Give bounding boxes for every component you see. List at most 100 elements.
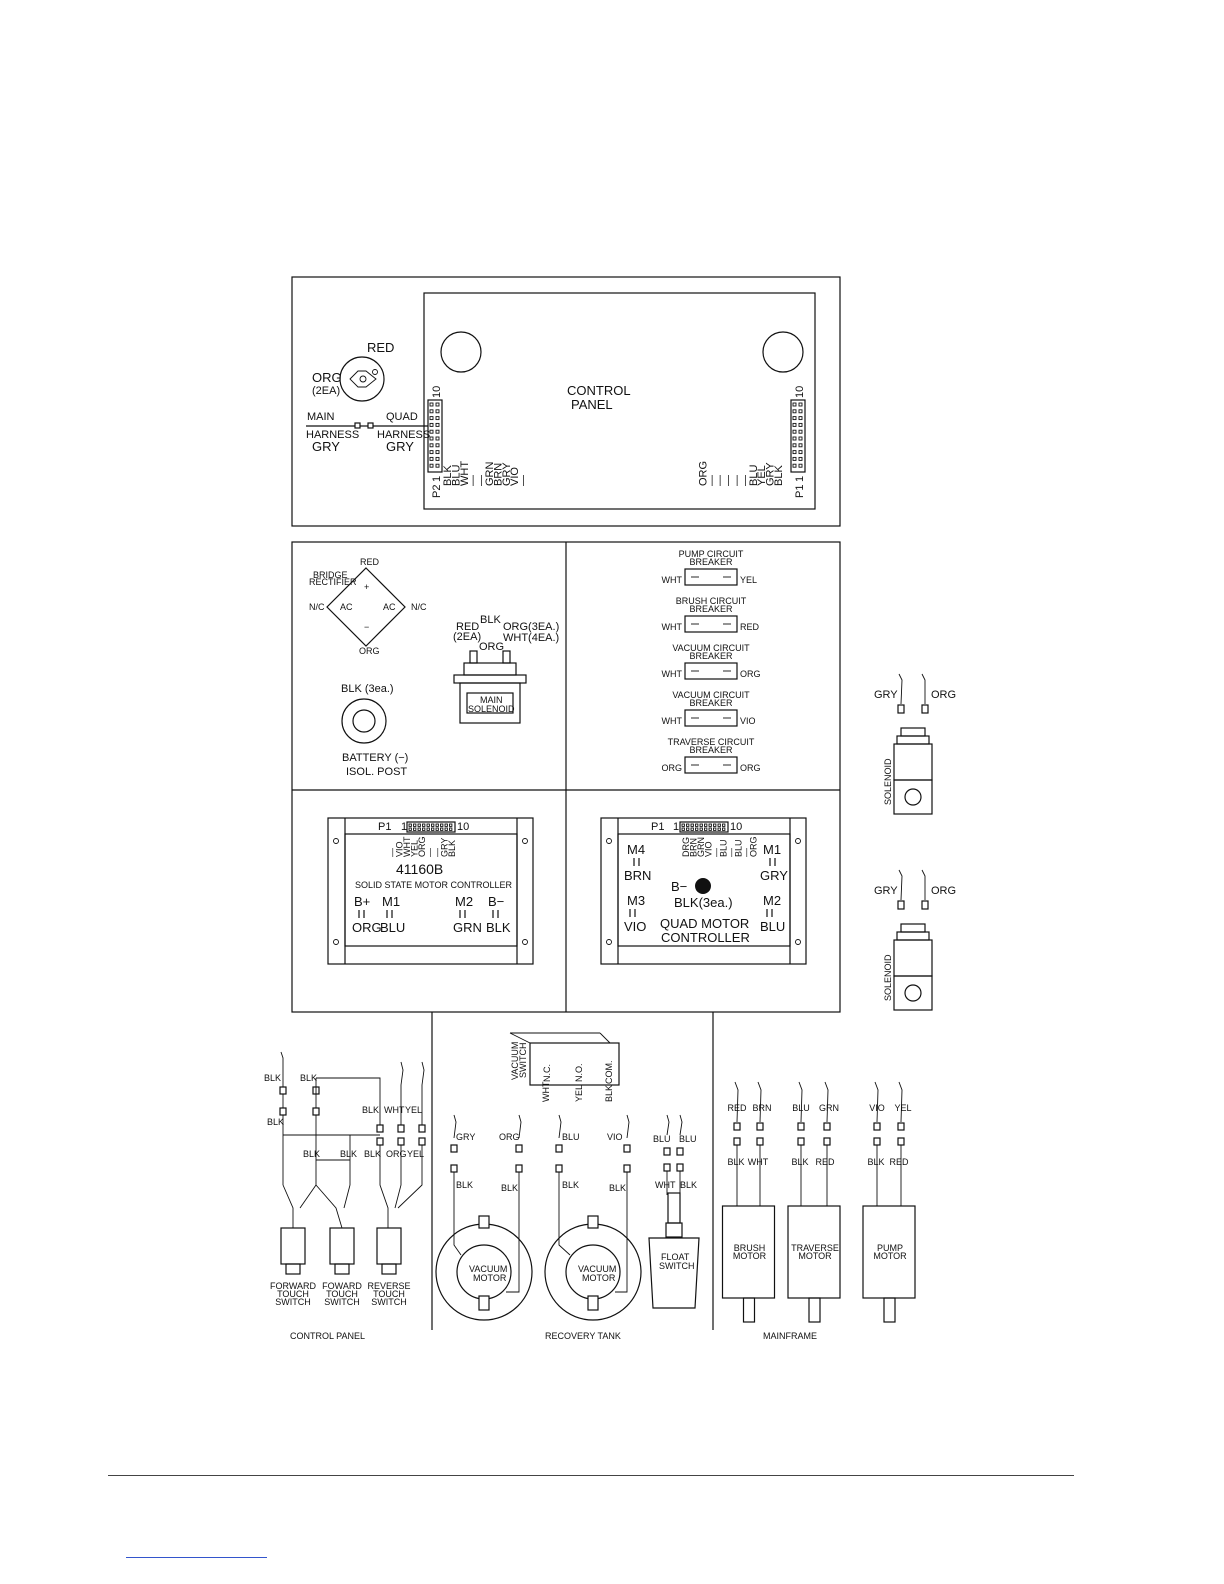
breaker-2-right: ORG bbox=[740, 669, 761, 679]
vs-yel: YEL bbox=[574, 1085, 584, 1102]
touch-switch-1-l1: FOWARD bbox=[322, 1281, 362, 1291]
touch-switch-0-l2: TOUCH bbox=[277, 1289, 309, 1299]
mf-motor-1-top-left: BLU bbox=[792, 1103, 810, 1113]
cp-blk-1: BLK bbox=[264, 1073, 281, 1083]
touch-switch-0-l1: FORWARD bbox=[270, 1281, 316, 1291]
vm1-bot-right: BLK bbox=[501, 1183, 518, 1193]
ssc-p1: P1 bbox=[378, 821, 391, 833]
mf-motor-1-l1: TRAVERSE bbox=[791, 1243, 839, 1253]
vacuum-switch: VACUUM SWITCH N.C. N.O. COM. WHT YEL BLK bbox=[509, 1032, 620, 1102]
breaker-4-right: ORG bbox=[740, 763, 761, 773]
solenoid-blk: BLK bbox=[480, 614, 501, 626]
qmc-b-terminal bbox=[695, 878, 711, 894]
breaker-1-left: WHT bbox=[662, 622, 683, 632]
ssc-model: 41160B bbox=[396, 861, 443, 877]
fs-l2: SWITCH bbox=[659, 1261, 695, 1271]
control-panel-box: CONTROL PANEL RED ORG (2EA) MAIN HARNESS… bbox=[291, 276, 841, 527]
bottom-section-dividers bbox=[431, 1012, 714, 1330]
mf-motor-1-bot-left: BLK bbox=[791, 1157, 808, 1167]
bridge-ac-right: AC bbox=[383, 602, 396, 612]
solenoid-1-left: GRY bbox=[874, 885, 898, 897]
vm2-l1: VACUUM bbox=[578, 1264, 616, 1274]
vm2-bot-right: BLK bbox=[609, 1183, 626, 1193]
touch-switch-2-l3: SWITCH bbox=[371, 1297, 407, 1307]
qmc-m4-color: BRN bbox=[624, 868, 651, 883]
qmc-blk: BLK(3ea.) bbox=[674, 895, 733, 910]
p2-pin10: 10 bbox=[431, 386, 443, 398]
p1-pin10: 10 bbox=[794, 386, 806, 398]
battery-l2: ISOL. POST bbox=[346, 766, 407, 778]
touch-switch-1-l3: SWITCH bbox=[324, 1297, 360, 1307]
breaker-1-title: BRUSH CIRCUIT bbox=[676, 596, 747, 606]
solenoid-solenoid-label: SOLENOID bbox=[468, 704, 515, 714]
mf-motor-0-l1: BRUSH bbox=[734, 1243, 766, 1253]
quad-harness-l2: HARNESS bbox=[377, 429, 430, 441]
cp-blk-2: BLK bbox=[267, 1117, 284, 1127]
qmc-m1-color: GRY bbox=[760, 868, 788, 883]
ssc-wires-wire-7: GRY bbox=[440, 838, 450, 857]
p1-wires-wire-9: ORG bbox=[697, 461, 709, 486]
cp-blk-5: BLK bbox=[340, 1149, 357, 1159]
solenoid-red: RED bbox=[456, 621, 479, 633]
ssc-terminal-1-color: BLU bbox=[380, 920, 405, 935]
mount-hole-left bbox=[440, 331, 482, 373]
touch-switch-1-l2: TOUCH bbox=[326, 1289, 358, 1299]
qmc-m2-color: BLU bbox=[760, 919, 785, 934]
vs-nc: N.C. bbox=[542, 1064, 552, 1082]
qmc-m3: M3 bbox=[627, 893, 645, 908]
vacuum-motor-1: GRY ORG BLK BLK VACUUM MOTOR bbox=[435, 1114, 533, 1321]
cp-yel: YEL bbox=[405, 1105, 422, 1115]
breaker-4-title: TRAVERSE CIRCUIT bbox=[668, 737, 755, 747]
touch-switch-circuit: CONTROL PANEL BLK BLK BLK BLK BLK BLK WH… bbox=[264, 1051, 426, 1341]
ssc-wires-wire-2: WHT bbox=[402, 836, 412, 857]
bridge-label-1: BRIDGE bbox=[313, 570, 348, 580]
mainframe-caption: MAINFRAME bbox=[763, 1331, 817, 1341]
p1-wires-wire-8: — bbox=[706, 475, 718, 486]
p1-label: P1 bbox=[794, 485, 806, 498]
breaker-3-subtitle: BREAKER bbox=[689, 698, 733, 708]
mf-motor-0-bot-left: BLK bbox=[727, 1157, 744, 1167]
mf-motor-2-l1: PUMP bbox=[877, 1243, 903, 1253]
cp-yel-2: YEL bbox=[407, 1149, 424, 1159]
main-solenoid: BLK RED (2EA) ORG(3EA.) WHT(4EA.) ORG MA… bbox=[453, 614, 559, 724]
solenoid-0-label: SOLENOID bbox=[883, 758, 893, 805]
p2-wires-wire-3: — bbox=[467, 475, 479, 486]
p1-wires-wire-0: BLK bbox=[773, 465, 785, 486]
qmc-bminus: B− bbox=[671, 879, 687, 894]
p2-wires-wire-9: — bbox=[518, 475, 530, 486]
bridge-nc-left: N/C bbox=[309, 602, 325, 612]
solenoid-0-left: GRY bbox=[874, 689, 898, 701]
control-panel-outer-frame bbox=[291, 276, 841, 527]
qmc-wires-wire-0: DRG bbox=[681, 837, 691, 857]
mf-motor-1-bot-right: RED bbox=[815, 1157, 835, 1167]
ssc-pin1: 1 bbox=[401, 821, 407, 833]
main-harness-l3: GRY bbox=[312, 439, 340, 454]
fs-l1: FLOAT bbox=[661, 1252, 690, 1262]
key-switch: RED ORG (2EA) bbox=[312, 340, 394, 402]
vs-blk: BLK bbox=[604, 1085, 614, 1102]
vs-wht: WHT bbox=[541, 1081, 551, 1102]
bridge-org: ORG bbox=[359, 646, 380, 656]
ssc-terminal-2-name: M2 bbox=[455, 894, 473, 909]
p2-wires-wire-7: GRY bbox=[501, 462, 513, 486]
p2-wires-wire-8: VIO bbox=[509, 467, 521, 486]
key-switch-red-label: RED bbox=[367, 340, 394, 355]
mf-motor-1-l2: MOTOR bbox=[798, 1251, 832, 1261]
bridge-plus: + bbox=[364, 582, 369, 592]
breaker-4-left: ORG bbox=[661, 763, 682, 773]
harness-connector: MAIN HARNESS GRY QUAD HARNESS GRY bbox=[306, 411, 430, 454]
vm1-top-right: ORG bbox=[499, 1132, 520, 1142]
solenoid-1-label: SOLENOID bbox=[883, 954, 893, 1001]
cp-blk-4: BLK bbox=[303, 1149, 320, 1159]
ssc-terminal-3-name: B− bbox=[488, 894, 504, 909]
